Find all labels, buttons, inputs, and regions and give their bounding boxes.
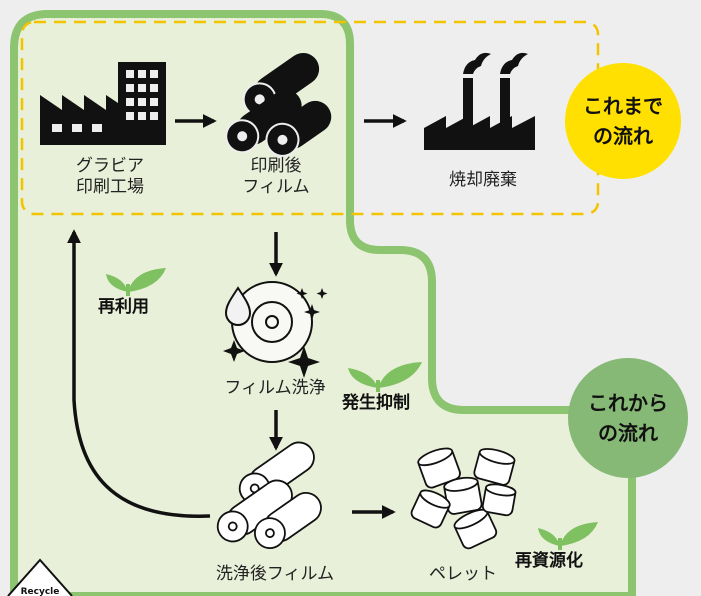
new-flow-badge-line1: これから <box>588 391 668 415</box>
new-flow-area <box>10 10 636 596</box>
reuse-tag: 再利用 <box>98 297 149 317</box>
pellet-label: ペレット <box>429 564 497 584</box>
incinerator-icon <box>424 52 535 150</box>
past-flow-badge: これまでの流れ <box>565 63 681 179</box>
recycle-mark-icon: Recycle <box>7 558 73 596</box>
gravure-factory-label-line2: 印刷工場 <box>76 177 144 197</box>
flow-arrows <box>67 114 407 519</box>
gravure-factory-label-line1: グラビア <box>76 156 144 176</box>
washed-film-label: 洗浄後フィルム <box>215 564 335 584</box>
recycling-tag: 再資源化 <box>515 551 583 571</box>
arrow-reuse-loop <box>67 229 211 518</box>
pellets-icon <box>410 447 517 550</box>
new-flow-badge-line2: の流れ <box>598 421 658 445</box>
printed-film-label-line2: フィルム <box>242 177 310 197</box>
sprout-icon-recycling <box>538 522 598 550</box>
factory-icon <box>40 62 166 145</box>
film-washing-label: フィルム洗浄 <box>224 378 326 398</box>
reduction-tag: 発生抑制 <box>342 393 410 413</box>
sprout-icon-reduction <box>348 362 422 392</box>
gravure-factory-label: グラビア 印刷工場 <box>60 156 160 198</box>
sparkle-icons <box>223 288 328 378</box>
new-flow-badge: これからの流れ <box>568 358 688 478</box>
printed-film-label-line1: 印刷後 <box>250 156 302 176</box>
film-washing-icon <box>224 281 313 363</box>
incineration-label: 焼却廃棄 <box>449 170 517 190</box>
sprout-icon-reuse <box>106 268 166 296</box>
washed-film-rolls-icon <box>216 441 322 550</box>
recycle-mark-text: Recycle <box>21 587 60 596</box>
past-flow-badge-line2: の流れ <box>593 124 653 148</box>
printed-film-label: 印刷後 フィルム <box>226 156 326 198</box>
water-drop-icon <box>224 286 252 326</box>
past-flow-badge-line1: これまで <box>583 94 663 118</box>
printed-film-rolls-icon <box>225 52 332 157</box>
